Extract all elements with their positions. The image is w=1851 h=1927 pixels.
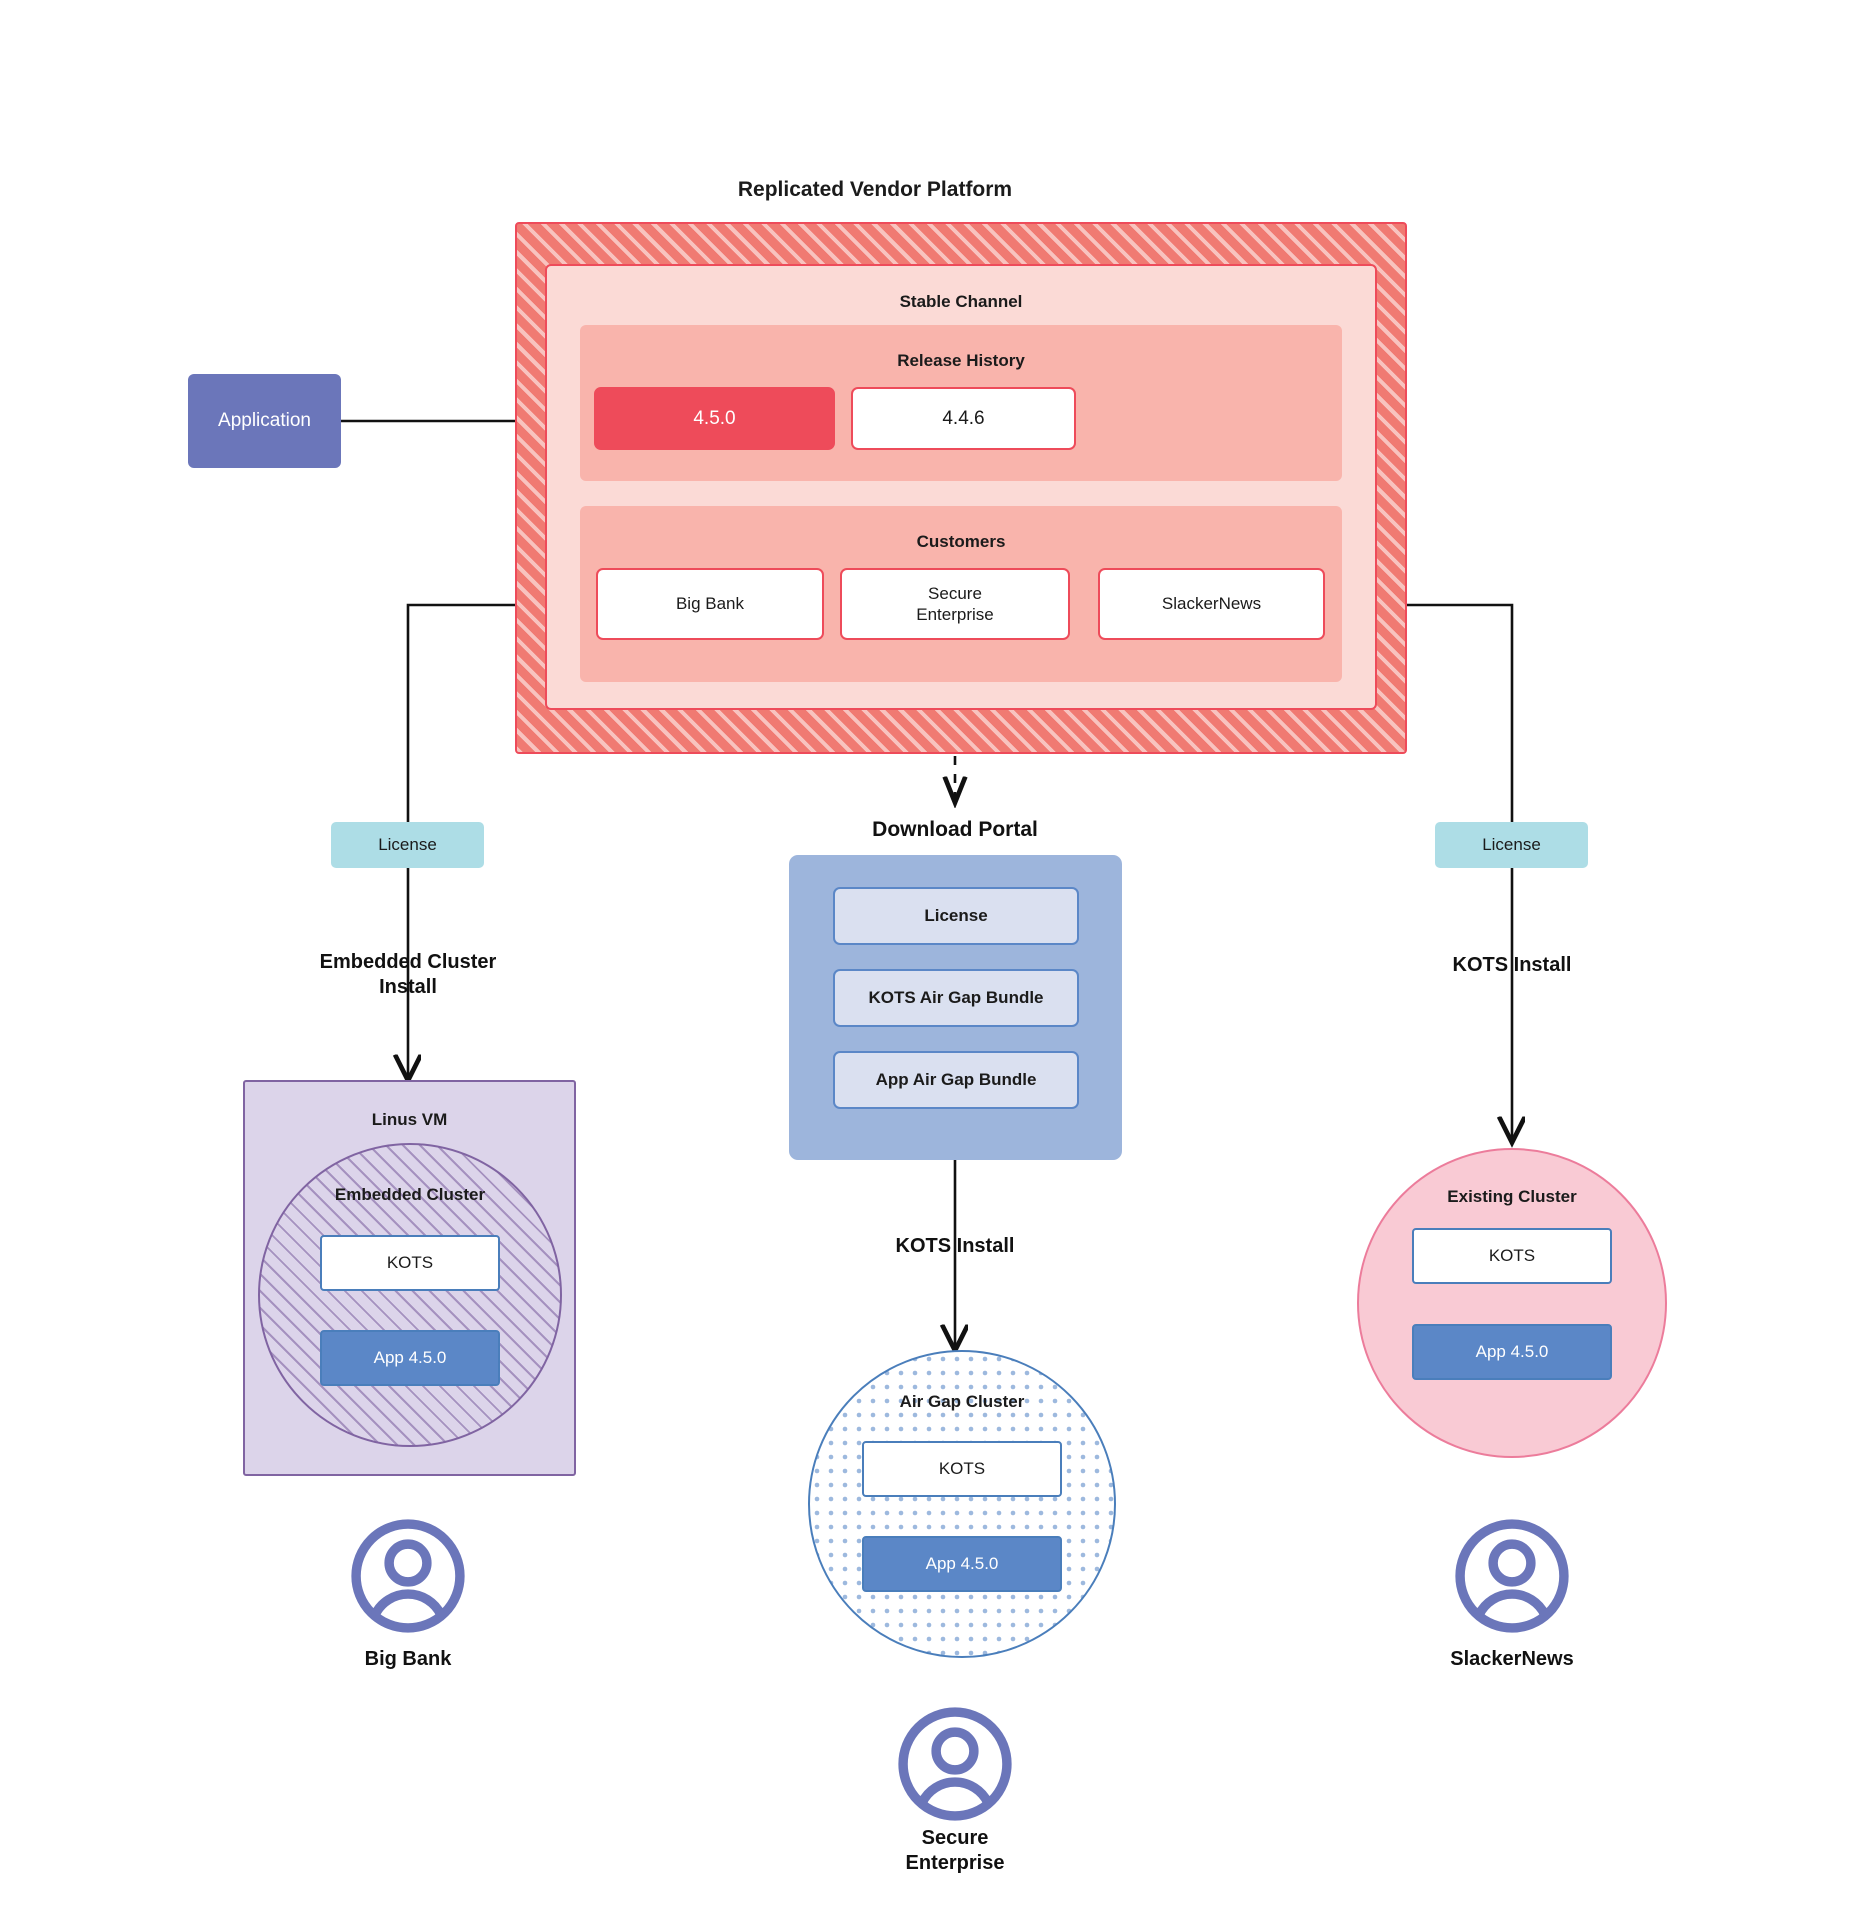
middle-app-version-box[interactable]: App 4.5.0 [862,1536,1062,1592]
release-history-title: Release History [897,351,1025,371]
right-app-version-box[interactable]: App 4.5.0 [1412,1324,1612,1380]
avatar-secure-enterprise [898,1707,1012,1821]
embedded-cluster-circle [258,1143,562,1447]
left-license-box[interactable]: License [331,822,484,868]
stable-channel-title: Stable Channel [899,292,1023,312]
persona-label-slackernews: SlackerNews [1450,1647,1574,1670]
release-chip-current[interactable]: 4.5.0 [594,387,835,450]
air-gap-cluster-circle [808,1350,1116,1658]
linux-vm-title: Linus VM [371,1110,448,1130]
application-box[interactable]: Application [188,374,341,468]
avatar-slackernews [1455,1519,1569,1633]
customer-chip-big-bank[interactable]: Big Bank [596,568,824,640]
download-portal-title: Download Portal [872,817,1038,841]
left-kots-box[interactable]: KOTS [320,1235,500,1291]
avatar-big-bank [351,1519,465,1633]
right-install-label: KOTS Install [1452,953,1572,976]
page-title: Replicated Vendor Platform [737,177,1013,201]
air-gap-cluster-title: Air Gap Cluster [899,1392,1025,1412]
portal-card-kots-air-gap-bundle[interactable]: KOTS Air Gap Bundle [833,969,1079,1027]
middle-install-label: KOTS Install [895,1234,1015,1257]
embedded-cluster-title: Embedded Cluster [334,1185,486,1205]
customer-chip-slackernews[interactable]: SlackerNews [1098,568,1325,640]
persona-label-secure-enterprise: Secure Enterprise [905,1827,1005,1874]
release-chip-previous[interactable]: 4.4.6 [851,387,1076,450]
left-install-label: Embedded Cluster Install [319,951,497,998]
customers-title: Customers [916,532,1006,552]
left-app-version-box[interactable]: App 4.5.0 [320,1330,500,1386]
customer-chip-secure-enterprise[interactable]: Secure Enterprise [840,568,1070,640]
portal-card-license[interactable]: License [833,887,1079,945]
existing-cluster-title: Existing Cluster [1447,1187,1577,1207]
portal-card-app-air-gap-bundle[interactable]: App Air Gap Bundle [833,1051,1079,1109]
existing-cluster-circle [1357,1148,1667,1458]
right-kots-box[interactable]: KOTS [1412,1228,1612,1284]
persona-label-big-bank: Big Bank [364,1647,452,1670]
right-license-box[interactable]: License [1435,822,1588,868]
middle-kots-box[interactable]: KOTS [862,1441,1062,1497]
